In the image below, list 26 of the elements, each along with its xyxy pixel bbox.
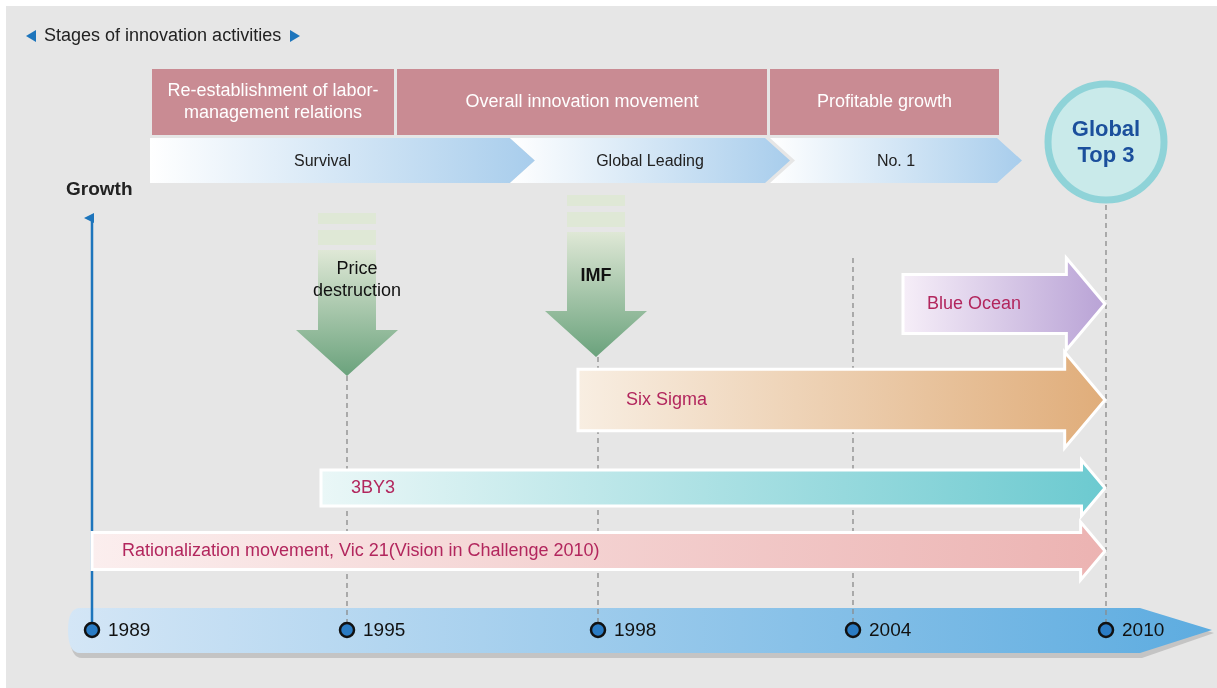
goal-circle — [1044, 80, 1168, 204]
stage-box — [152, 69, 394, 135]
year-label: 1995 — [363, 619, 406, 641]
event-label: Price destruction — [311, 257, 403, 302]
phase-label: Survival — [294, 150, 351, 171]
year-label: 1998 — [614, 619, 657, 641]
phase-label: No. 1 — [876, 150, 916, 171]
stage-box — [770, 69, 999, 135]
chevron-band — [150, 138, 535, 183]
axis-label: Growth — [66, 178, 133, 200]
year-label: 2010 — [1122, 619, 1165, 641]
initiative-label: 3BY3 — [351, 477, 396, 499]
stage-title: Re-establishment of labor-management relations — [166, 80, 380, 124]
initiative-label: Blue Ocean — [926, 293, 1022, 315]
stage-title: Overall innovation movement — [465, 91, 699, 113]
phase-label: Global Leading — [596, 150, 704, 171]
event-marker — [545, 195, 647, 357]
year-label: 2004 — [869, 619, 912, 641]
stage-box — [397, 69, 767, 135]
section-title: Stages of innovation activities — [44, 25, 282, 46]
year-label: 1989 — [108, 619, 151, 641]
event-label: IMF — [580, 265, 612, 287]
event-marker — [296, 213, 398, 376]
stage-title: Profitable growth — [816, 91, 953, 113]
goal-label: Global Top 3 — [1070, 115, 1142, 169]
chevron-band — [510, 138, 790, 183]
